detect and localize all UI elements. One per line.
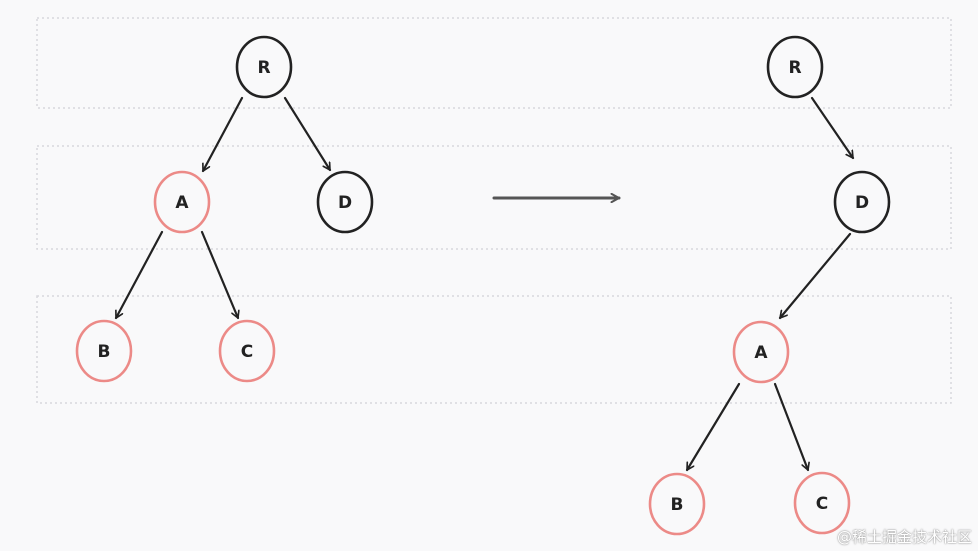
node-b: B	[75, 319, 133, 383]
edge-r-to-d	[810, 96, 855, 160]
node-c-label: C	[816, 494, 828, 514]
node-d: D	[833, 170, 891, 234]
node-a-label: A	[754, 343, 768, 363]
level-guide-3	[36, 295, 952, 404]
node-a: A	[732, 320, 790, 384]
node-b-label: B	[671, 495, 684, 515]
level-guide-2	[36, 145, 952, 250]
level-guide-1	[36, 17, 952, 109]
node-b-label: B	[98, 342, 111, 362]
node-c-circle	[793, 471, 851, 535]
node-d-circle	[833, 170, 891, 234]
node-a-circle	[153, 170, 211, 234]
node-c: C	[218, 319, 276, 383]
node-c-label: C	[241, 342, 253, 362]
node-d-circle	[316, 170, 374, 234]
node-d-label: D	[855, 193, 869, 213]
node-a-label: A	[175, 193, 189, 213]
edge-r-to-d	[283, 96, 332, 172]
left-tree-edges	[114, 96, 332, 320]
node-c-circle	[218, 319, 276, 383]
node-d: D	[316, 170, 374, 234]
level-guides	[36, 17, 952, 404]
edge-a-to-c	[773, 382, 808, 472]
edge-r-to-a	[201, 96, 244, 173]
node-a-circle	[732, 320, 790, 384]
watermark: @稀土掘金技术社区	[836, 528, 972, 546]
node-c: C	[793, 471, 851, 535]
edge-a-to-b	[114, 230, 164, 320]
node-a: A	[153, 170, 211, 234]
node-r: R	[235, 35, 293, 99]
node-b-circle	[75, 319, 133, 383]
node-r-label: R	[788, 58, 801, 78]
edge-a-to-b	[685, 382, 741, 472]
node-d-label: D	[338, 193, 352, 213]
right-tree-edges	[685, 96, 855, 472]
node-r-label: R	[257, 58, 270, 78]
edge-d-to-a	[778, 232, 852, 320]
node-r-circle	[766, 35, 824, 99]
left-tree: R A D B C	[75, 35, 374, 383]
node-b-circle	[648, 472, 706, 536]
node-b: B	[648, 472, 706, 536]
node-r: R	[766, 35, 824, 99]
right-tree: R D A B C	[648, 35, 891, 536]
node-r-circle	[235, 35, 293, 99]
edge-a-to-c	[200, 230, 238, 320]
